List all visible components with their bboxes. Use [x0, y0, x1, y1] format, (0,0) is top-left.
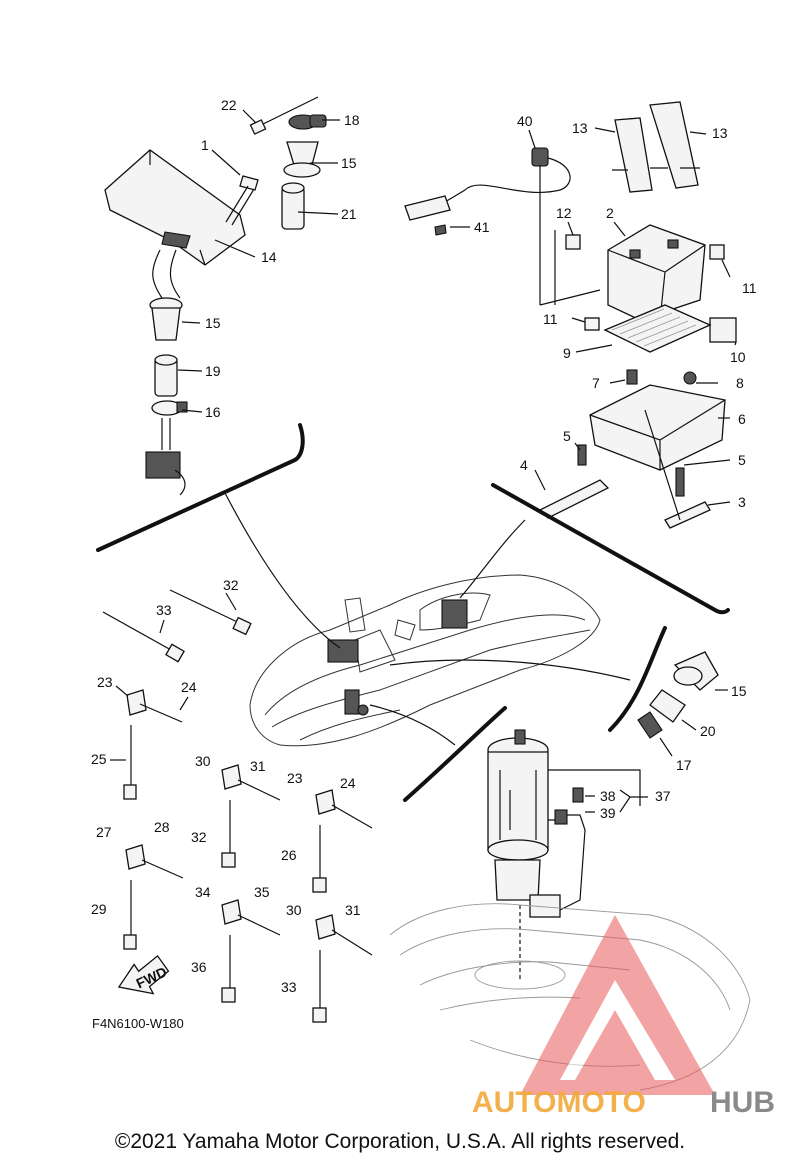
label-22: 22 — [221, 97, 237, 113]
label-20: 20 — [700, 723, 716, 739]
label-24a: 24 — [181, 679, 197, 695]
bracket-left — [96, 423, 305, 552]
label-14: 14 — [261, 249, 277, 265]
diagram-code: F4N6100-W180 — [92, 1016, 184, 1031]
label-8: 8 — [736, 375, 744, 391]
fwd-label: FWD — [134, 963, 170, 991]
label-35: 35 — [254, 884, 270, 900]
label-32b: 32 — [191, 829, 207, 845]
fuse-box-cover — [104, 149, 246, 299]
label-40: 40 — [517, 113, 533, 129]
label-31b: 31 — [345, 902, 361, 918]
label-27: 27 — [96, 824, 112, 840]
clamp-16 — [145, 400, 188, 496]
bracket-right — [491, 483, 730, 615]
label-11b: 11 — [543, 311, 558, 327]
band-13 — [612, 101, 700, 193]
label-25: 25 — [91, 751, 107, 767]
label-24b: 24 — [340, 775, 356, 791]
label-29: 29 — [91, 901, 107, 917]
pads-10-11-12 — [565, 234, 737, 343]
label-9: 9 — [563, 345, 571, 361]
label-16: 16 — [205, 404, 221, 420]
leader-arrows — [224, 492, 631, 746]
label-38: 38 — [600, 788, 616, 804]
bolt-1 — [225, 175, 259, 226]
collar-21 — [281, 182, 305, 230]
label-30a: 30 — [195, 753, 211, 769]
mat-9 — [603, 304, 712, 353]
label-2: 2 — [606, 205, 614, 221]
battery-2 — [607, 224, 706, 321]
label-12: 12 — [556, 205, 572, 221]
watermark-text-hub: HUB — [710, 1086, 775, 1119]
label-5b: 5 — [738, 452, 746, 468]
label-1: 1 — [201, 137, 209, 153]
label-39: 39 — [600, 805, 616, 821]
label-34: 34 — [195, 884, 211, 900]
label-13b: 13 — [712, 125, 728, 141]
label-leaders — [110, 109, 737, 813]
label-15b: 15 — [205, 315, 221, 331]
plug-17 — [637, 711, 663, 739]
label-19: 19 — [205, 363, 221, 379]
cable-ties-lower — [102, 589, 373, 1023]
label-18: 18 — [344, 112, 360, 128]
grommet-15-left — [149, 297, 183, 341]
grommet-15-right — [673, 651, 719, 691]
stays-3-4-5 — [538, 409, 711, 529]
watermark-text-automoto: AUTOMOTO — [472, 1086, 646, 1119]
cap-18 — [288, 114, 327, 130]
bracket-mid-right — [608, 626, 667, 732]
fwd-arrow-icon: FWD — [117, 954, 170, 995]
label-28: 28 — [154, 819, 170, 835]
label-4: 4 — [520, 457, 528, 473]
label-41: 41 — [474, 219, 490, 235]
battery-box-6 — [589, 369, 726, 471]
label-33b: 33 — [281, 979, 297, 995]
label-11a: 11 — [742, 280, 757, 296]
copyright-notice: ©2021 Yamaha Motor Corporation, U.S.A. A… — [114, 1130, 686, 1153]
label-6: 6 — [738, 411, 746, 427]
cable-tie-22 — [249, 96, 319, 135]
label-5a: 5 — [563, 428, 571, 444]
label-3: 3 — [738, 494, 746, 510]
watercraft — [249, 574, 601, 747]
label-33a: 33 — [156, 602, 172, 618]
label-26: 26 — [281, 847, 297, 863]
label-23a: 23 — [97, 674, 113, 690]
label-23b: 23 — [287, 770, 303, 786]
bolt-41 — [434, 224, 447, 236]
watermark-logo-icon — [520, 915, 715, 1095]
label-10: 10 — [730, 349, 746, 365]
grommet-15-top — [283, 141, 321, 178]
label-17: 17 — [676, 757, 692, 773]
label-32a: 32 — [223, 577, 239, 593]
label-37: 37 — [655, 788, 671, 804]
label-13a: 13 — [572, 120, 588, 136]
label-7: 7 — [592, 375, 600, 391]
collar-19 — [154, 354, 178, 397]
bracket-lower — [403, 706, 507, 802]
collar-20 — [649, 689, 686, 723]
lead-wire-40 — [404, 147, 601, 306]
part-labels: 1 2 3 4 5 5 6 7 8 9 10 11 11 12 13 13 14… — [91, 97, 757, 995]
label-15c: 15 — [731, 683, 747, 699]
label-30b: 30 — [286, 902, 302, 918]
label-21: 21 — [341, 206, 357, 222]
label-36: 36 — [191, 959, 207, 975]
label-31a: 31 — [250, 758, 266, 774]
label-15a: 15 — [341, 155, 357, 171]
fuel-pump-assembly — [487, 729, 641, 980]
